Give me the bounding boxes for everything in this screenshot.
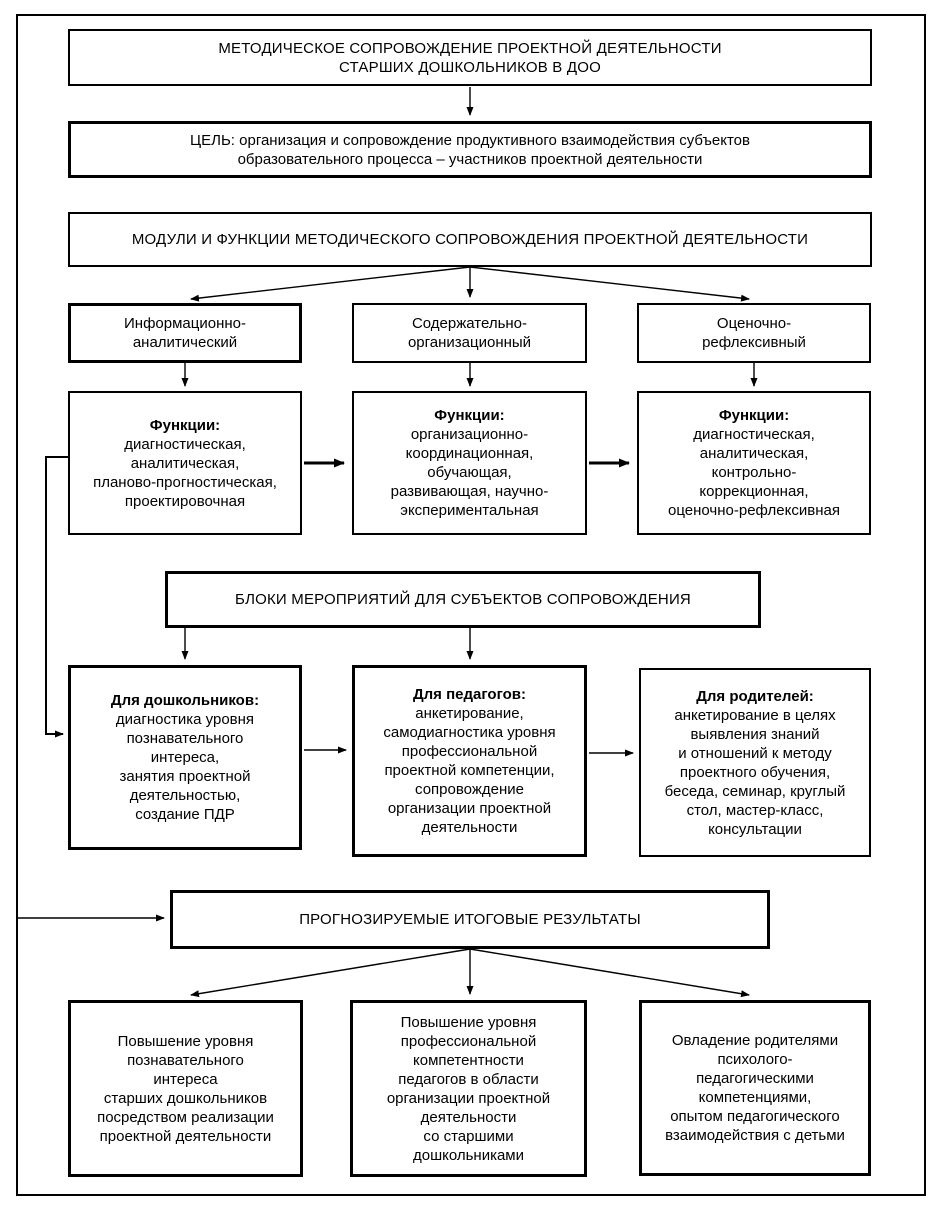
module-name: Оценочно- рефлексивный	[702, 315, 806, 351]
functions-content: Функции: организационно- координационная…	[391, 406, 549, 520]
blocks-header-text: БЛОКИ МЕРОПРИЯТИЙ ДЛЯ СУБЪЕКТОВ СОПРОВОЖ…	[235, 591, 691, 608]
functions-label: Функции:	[718, 407, 790, 424]
result-text: Повышение уровня профессиональной компет…	[386, 1013, 551, 1164]
result-box-parents: Овладение родителями психолого- педагоги…	[639, 1000, 871, 1176]
title-box: МЕТОДИЧЕСКОЕ СОПРОВОЖДЕНИЕ ПРОЕКТНОЙ ДЕЯ…	[68, 29, 872, 86]
block-label: Для педагогов:	[412, 686, 527, 703]
functions-list: диагностическая, аналитическая, планово-…	[93, 435, 277, 510]
modules-header-box: МОДУЛИ И ФУНКЦИИ МЕТОДИЧЕСКОГО СОПРОВОЖД…	[68, 212, 872, 267]
modules-header-text: МОДУЛИ И ФУНКЦИИ МЕТОДИЧЕСКОГО СОПРОВОЖД…	[131, 231, 809, 248]
blocks-header-box: БЛОКИ МЕРОПРИЯТИЙ ДЛЯ СУБЪЕКТОВ СОПРОВОЖ…	[165, 571, 761, 628]
block-box-preschoolers: Для дошкольников: диагностика уровня поз…	[68, 665, 302, 850]
results-header-text: ПРОГНОЗИРУЕМЫЕ ИТОГОВЫЕ РЕЗУЛЬТАТЫ	[299, 911, 641, 928]
goal-text: ЦЕЛЬ: организация и сопровождение продук…	[190, 131, 750, 168]
functions-box-3: Функции: диагностическая, аналитическая,…	[637, 391, 871, 535]
module-name: Содержательно- организационный	[407, 315, 532, 351]
block-content: Для дошкольников: диагностика уровня поз…	[111, 691, 259, 824]
result-text: Овладение родителями психолого- педагоги…	[665, 1032, 845, 1144]
module-box-informational: Информационно- аналитический	[68, 303, 302, 363]
goal-box: ЦЕЛЬ: организация и сопровождение продук…	[68, 121, 872, 178]
title-text: МЕТОДИЧЕСКОЕ СОПРОВОЖДЕНИЕ ПРОЕКТНОЙ ДЕЯ…	[218, 39, 722, 76]
block-content: Для педагогов: анкетирование, самодиагно…	[383, 685, 555, 837]
module-box-content: Содержательно- организационный	[352, 303, 587, 363]
results-header-box: ПРОГНОЗИРУЕМЫЕ ИТОГОВЫЕ РЕЗУЛЬТАТЫ	[170, 890, 770, 949]
block-box-teachers: Для педагогов: анкетирование, самодиагно…	[352, 665, 587, 857]
functions-label: Функции:	[149, 416, 221, 434]
block-text: анкетирование в целях выявления знаний и…	[664, 706, 846, 838]
block-content: Для родителей: анкетирование в целях выя…	[665, 687, 846, 839]
block-box-parents: Для родителей: анкетирование в целях выя…	[639, 668, 871, 857]
functions-box-2: Функции: организационно- координационная…	[352, 391, 587, 535]
functions-box-1: Функции: диагностическая, аналитическая,…	[68, 391, 302, 535]
module-name: Информационно- аналитический	[124, 315, 246, 351]
outer-frame	[16, 14, 926, 1196]
functions-list: организационно- координационная, обучающ…	[390, 426, 549, 519]
block-text: диагностика уровня познавательного интер…	[115, 711, 255, 823]
functions-label: Функции:	[434, 407, 505, 424]
block-label: Для родителей:	[696, 687, 814, 705]
result-box-children: Повышение уровня познавательного интерес…	[68, 1000, 303, 1177]
functions-content: Функции: диагностическая, аналитическая,…	[668, 406, 840, 520]
result-text: Повышение уровня познавательного интерес…	[97, 1032, 274, 1145]
module-box-evaluative: Оценочно- рефлексивный	[637, 303, 871, 363]
block-label: Для дошкольников:	[110, 692, 260, 709]
functions-list: диагностическая, аналитическая, контроль…	[668, 426, 840, 519]
functions-content: Функции: диагностическая, аналитическая,…	[93, 416, 277, 511]
block-text: анкетирование, самодиагностика уровня пр…	[383, 705, 556, 836]
result-box-teachers: Повышение уровня профессиональной компет…	[350, 1000, 587, 1177]
